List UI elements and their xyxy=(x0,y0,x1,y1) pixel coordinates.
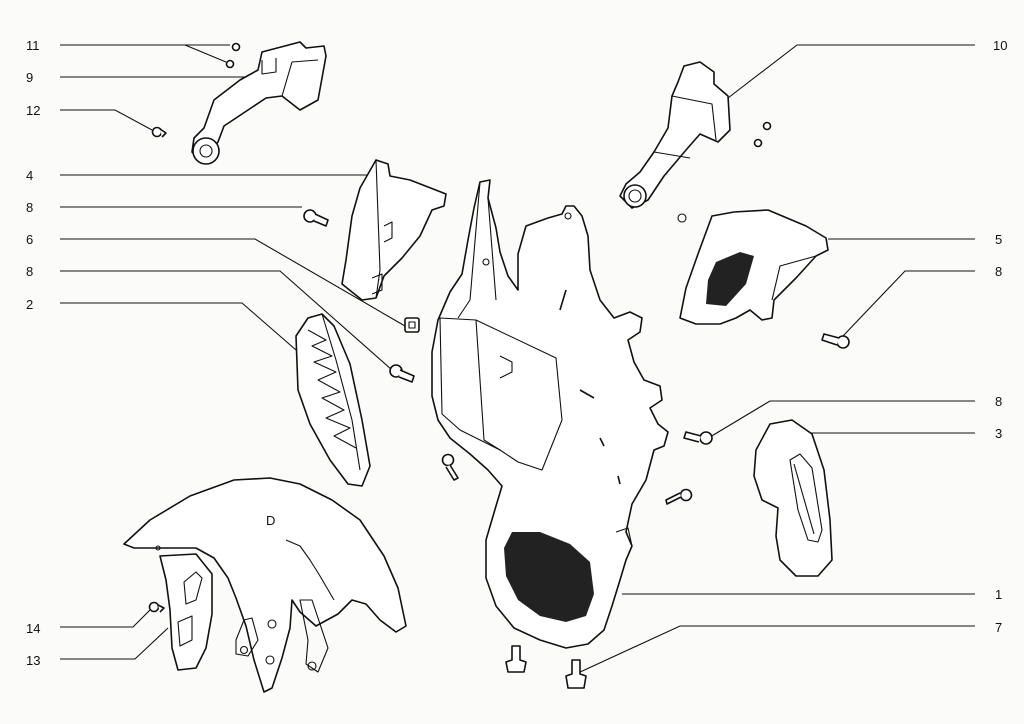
callout-13: 13 xyxy=(26,653,40,668)
callout-7: 7 xyxy=(995,620,1002,635)
callout-10: 10 xyxy=(993,38,1007,53)
screw-8-c xyxy=(821,333,850,349)
screw-8-d xyxy=(683,431,713,445)
callout-3: 3 xyxy=(995,426,1002,441)
screw-8-a xyxy=(303,209,329,227)
screw-7-a xyxy=(505,645,527,673)
callout-9: 9 xyxy=(26,70,33,85)
callout-6: 6 xyxy=(26,232,33,247)
callout-11: 11 xyxy=(26,38,40,53)
callout-8-left-a: 8 xyxy=(26,200,33,215)
leader-lines-right xyxy=(577,44,975,674)
screw-9 xyxy=(225,59,235,69)
callout-8-left-b: 8 xyxy=(26,264,33,279)
callout-1: 1 xyxy=(995,587,1002,602)
screw-12 xyxy=(151,126,167,138)
clip-10 xyxy=(677,213,687,223)
screw-8-b xyxy=(389,364,415,383)
screw-7-b xyxy=(565,659,587,689)
callout-8-right-a: 8 xyxy=(995,264,1002,279)
leader-lines-left xyxy=(60,44,406,660)
screw-11 xyxy=(231,42,241,52)
screw-14 xyxy=(148,601,165,613)
front-fender: D xyxy=(123,477,407,693)
part-9-upper-bracket xyxy=(191,41,327,165)
callout-8-right-b: 8 xyxy=(995,394,1002,409)
screw-10-a xyxy=(762,121,772,131)
fender-mark: D xyxy=(266,513,275,528)
callout-4: 4 xyxy=(26,168,33,183)
callout-5: 5 xyxy=(995,232,1002,247)
part-1-main-fairing xyxy=(431,179,669,649)
part-6-clip xyxy=(404,317,420,333)
part-4-side-panel xyxy=(341,159,447,301)
screw-loose-a xyxy=(665,488,693,505)
part-10-upper-bracket xyxy=(619,61,731,209)
callout-2: 2 xyxy=(26,297,33,312)
screw-loose-b xyxy=(441,453,459,481)
screw-10-b xyxy=(753,138,763,148)
part-3-side-cover xyxy=(753,419,833,577)
callout-14: 14 xyxy=(26,621,40,636)
part-2-vent-grille xyxy=(295,313,371,487)
part-5-mesh-panel xyxy=(679,209,829,325)
callout-12: 12 xyxy=(26,103,40,118)
